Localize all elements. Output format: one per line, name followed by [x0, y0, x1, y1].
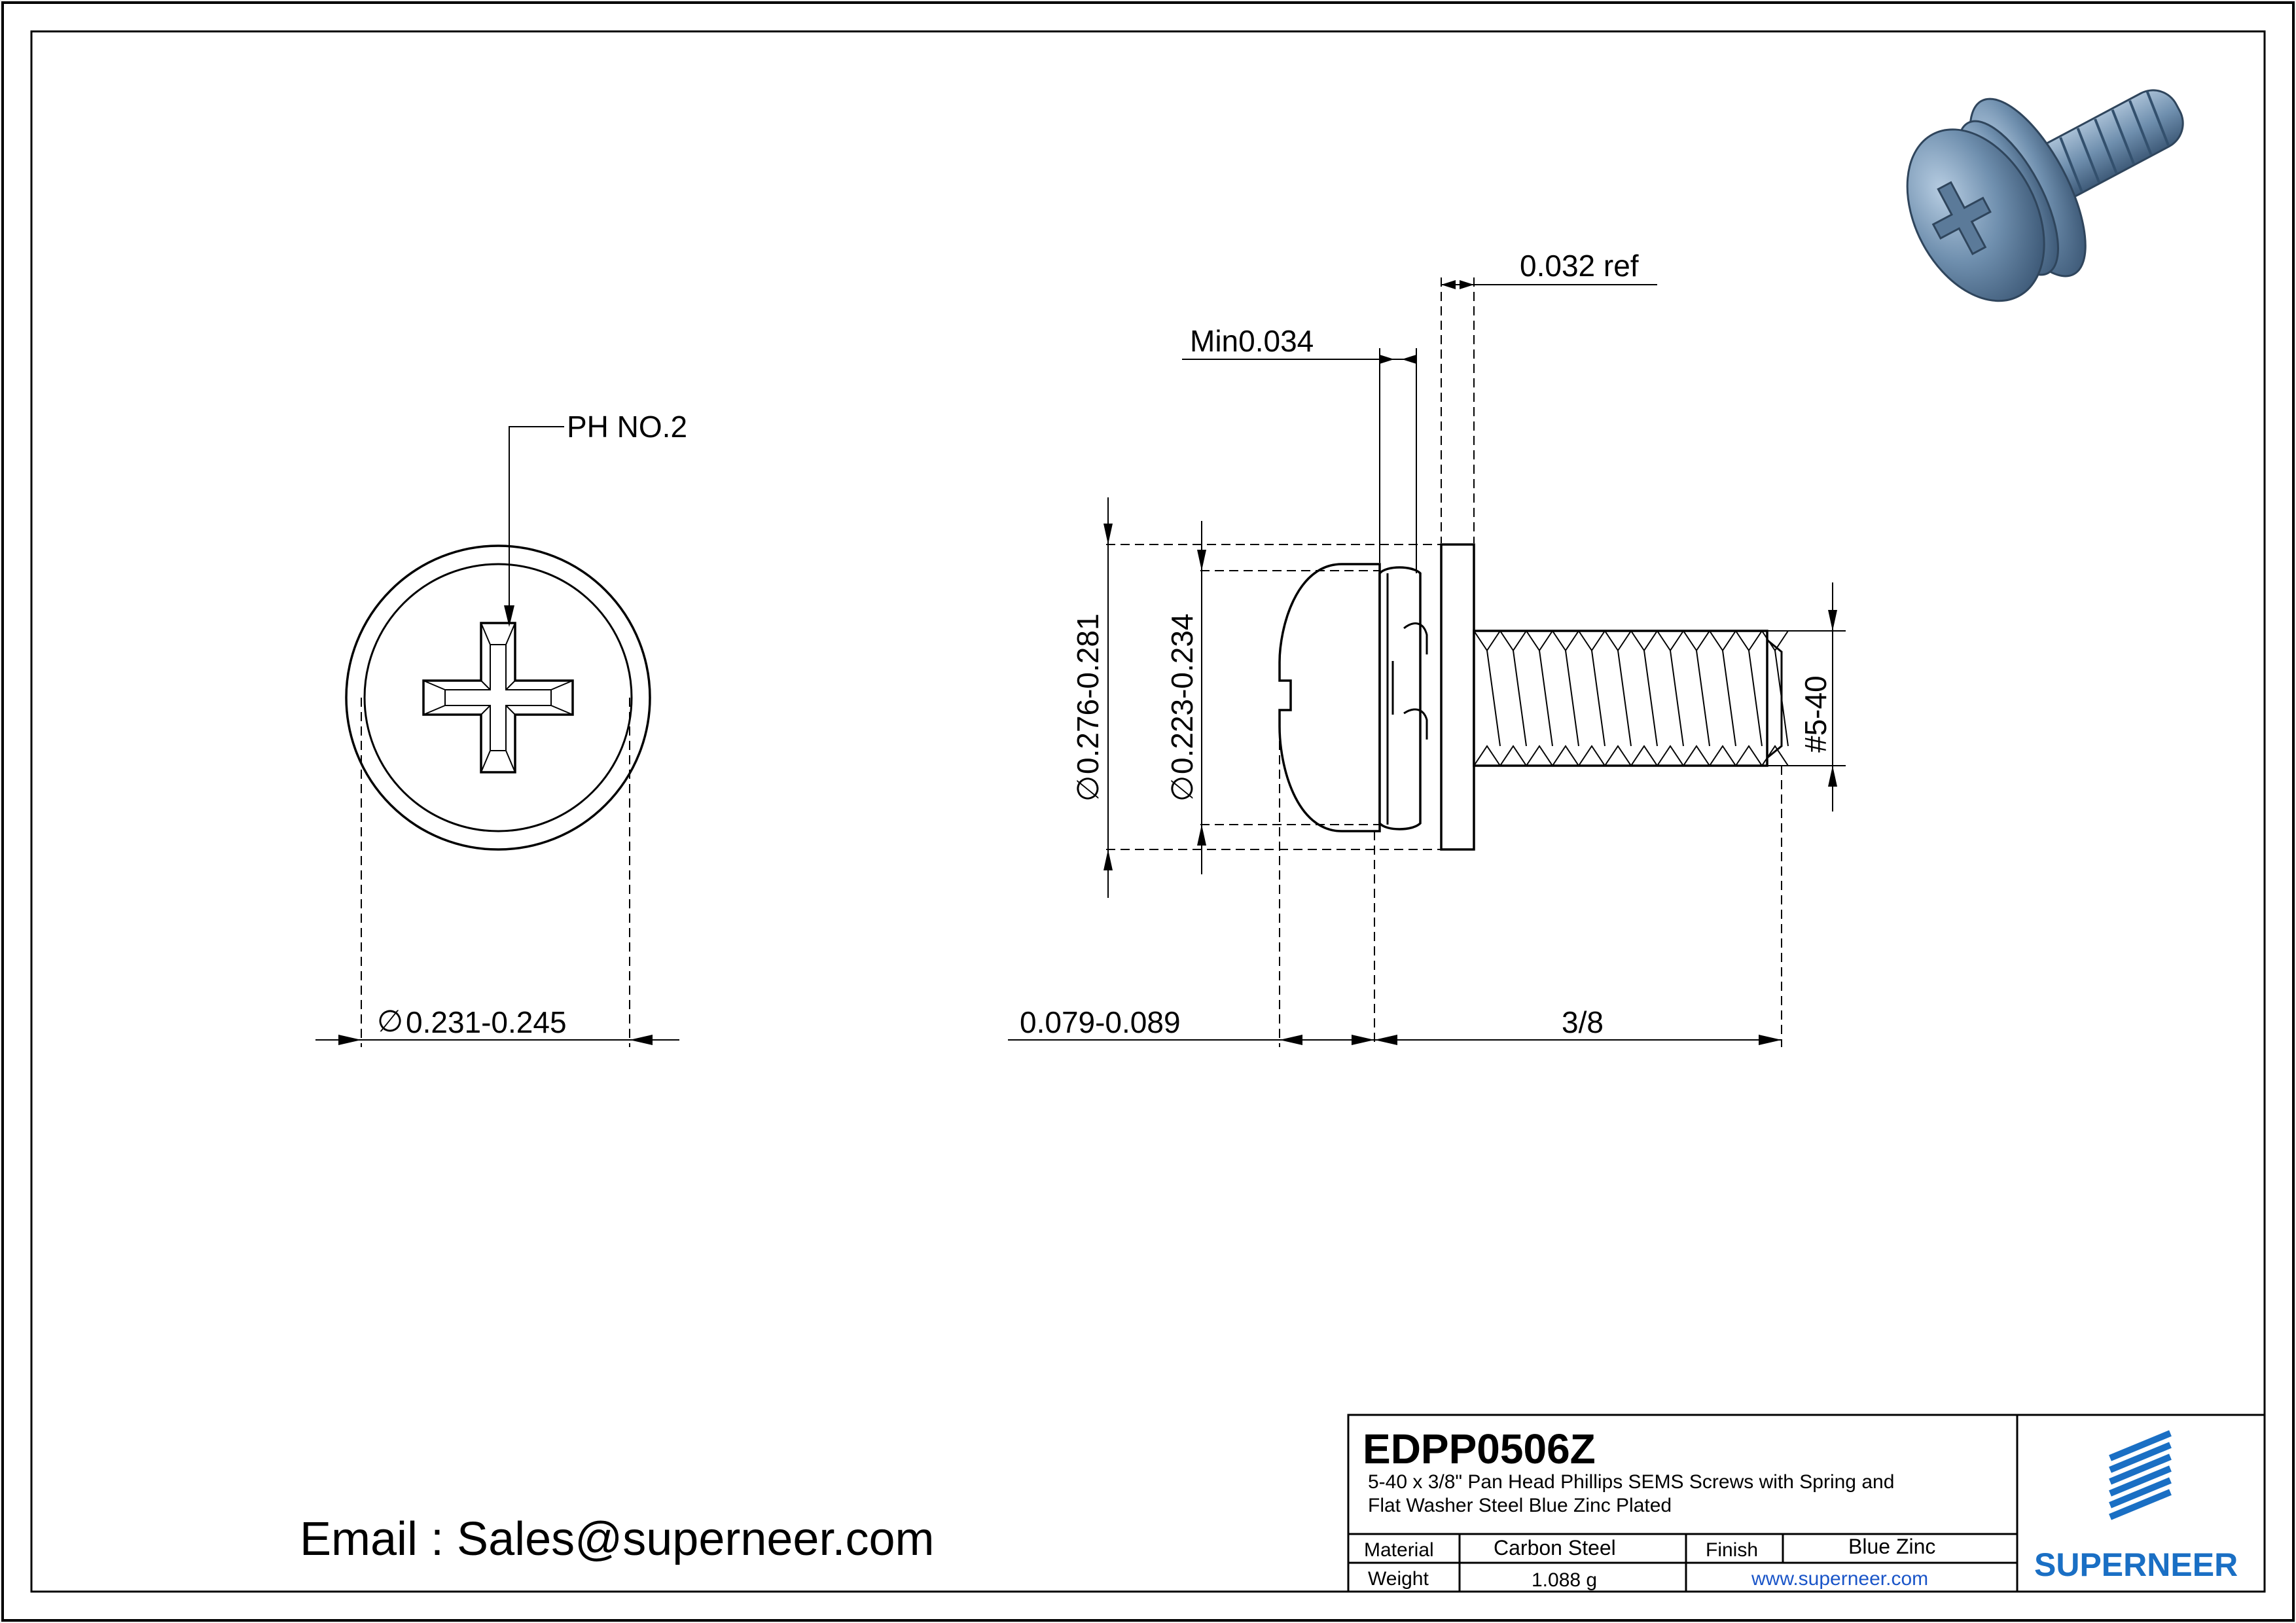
finish-label: Finish: [1706, 1539, 1758, 1561]
website-link[interactable]: www.superneer.com: [1751, 1568, 1928, 1590]
description-line-1: 5-40 x 3/8" Pan Head Phillips SEMS Screw…: [1368, 1471, 1894, 1493]
drive-leader-line: [509, 426, 564, 615]
head-diameter-dimension: 0.231-0.245: [406, 1005, 567, 1039]
title-block: EDPP0506Z 5-40 x 3/8" Pan Head Phillips …: [1347, 1414, 2266, 1593]
dim-arrow-left: [338, 1035, 361, 1045]
dim-arrow-right: [630, 1035, 653, 1045]
weight-label: Weight: [1368, 1568, 1429, 1590]
end-view: PH NO.2 ∅ 0.231-0.245: [315, 410, 687, 1047]
contact-email[interactable]: Email : Sales@superneer.com: [300, 1513, 935, 1565]
phillips-recess-facets: [423, 622, 573, 773]
description-line-2: Flat Washer Steel Blue Zinc Plated: [1368, 1495, 1672, 1516]
weight-value: 1.088 g: [1532, 1569, 1597, 1591]
drive-callout: PH NO.2: [567, 410, 687, 444]
head-inner-circle: [363, 563, 633, 832]
drive-leader-arrow: [504, 605, 514, 627]
material-value: Carbon Steel: [1494, 1536, 1616, 1560]
superneer-logo-icon: [2109, 1430, 2172, 1520]
material-label: Material: [1364, 1539, 1434, 1561]
diameter-symbol: ∅: [377, 1004, 403, 1038]
brand-name: SUPERNEER: [2034, 1546, 2238, 1583]
finish-value: Blue Zinc: [1848, 1535, 1935, 1558]
part-number: EDPP0506Z: [1363, 1425, 1596, 1472]
sheet-inner-border: [30, 30, 2266, 1593]
